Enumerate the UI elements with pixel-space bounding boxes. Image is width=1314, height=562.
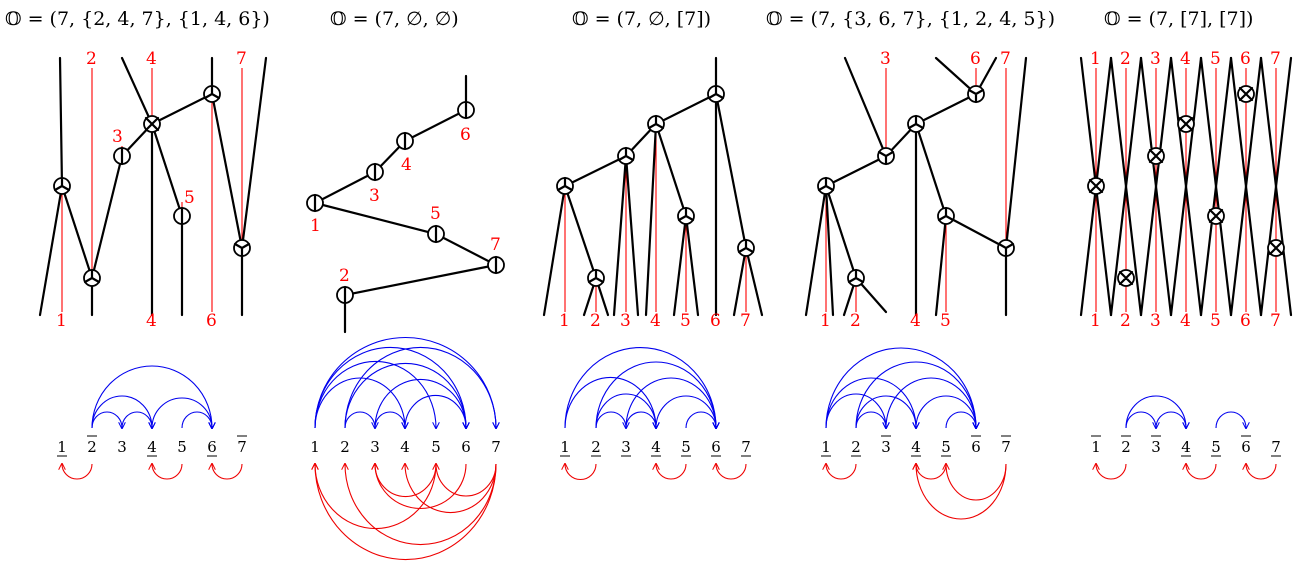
p5-row-label-7: 7: [1271, 438, 1281, 456]
p5-bot-1: 1: [1090, 311, 1101, 331]
p5-row-label-5: 5: [1211, 438, 1221, 456]
caption-1: 𝕆 = (7, {2, 4, 7}, {1, 4, 6}): [5, 8, 270, 30]
p1-row-label-7: 7: [237, 438, 247, 456]
p4-bot-2: 2: [850, 311, 861, 331]
p3-bot-6: 6: [710, 311, 721, 331]
p3-bot-4: 4: [650, 311, 661, 331]
p1-bot-6: 6: [206, 311, 217, 331]
p4-row-label-4: 4: [911, 438, 921, 456]
panel-1-arcs: [62, 365, 243, 480]
p1-row-label-2: 2: [87, 438, 97, 456]
p5-row-label-6: 6: [1241, 438, 1251, 456]
p2-lab-5: 5: [430, 204, 441, 224]
p4-row-label-7: 7: [1001, 438, 1011, 456]
p4-top-6: 6: [970, 49, 981, 69]
p2-row-label-3: 3: [370, 438, 380, 456]
p4-bot-5: 5: [940, 311, 951, 331]
p5-bot-4: 4: [1180, 311, 1191, 331]
p1-bot-1: 1: [56, 311, 67, 331]
p3-row-label-2: 2: [591, 438, 601, 456]
p1-row-label-3: 3: [117, 438, 127, 456]
p2-lab-6: 6: [460, 125, 471, 145]
panel-3-tree: [542, 56, 764, 317]
p1-row-label-4: 4: [147, 438, 157, 456]
p2-row-label-1: 1: [310, 438, 320, 456]
p2-row-label-6: 6: [461, 438, 471, 456]
p3-row-label-3: 3: [621, 438, 631, 456]
caption-4: 𝕆 = (7, {3, 6, 7}, {1, 2, 4, 5}): [766, 8, 1055, 30]
p3-bot-7: 7: [740, 311, 751, 331]
panel-4-tree: [804, 56, 1028, 317]
p1-lab-5: 5: [184, 188, 195, 208]
caption-2: 𝕆 = (7, ∅, ∅): [330, 8, 459, 30]
p5-bot-5: 5: [1210, 311, 1221, 331]
panel-1-tree: [38, 56, 268, 317]
p1-lab-3: 3: [112, 127, 123, 147]
p2-row-label-5: 5: [431, 438, 441, 456]
p3-row-label-6: 6: [711, 438, 721, 456]
panel-5-tree: [1079, 56, 1293, 317]
p5-top-2: 2: [1120, 49, 1131, 69]
p5-row-label-3: 3: [1151, 438, 1161, 456]
p2-lab-4: 4: [401, 155, 412, 175]
p5-bot-6: 6: [1240, 311, 1251, 331]
p3-bot-1: 1: [559, 311, 570, 331]
p5-top-3: 3: [1150, 49, 1161, 69]
p1-bot-4: 4: [146, 311, 157, 331]
p3-bot-5: 5: [680, 311, 691, 331]
p2-lab-2: 2: [339, 266, 350, 286]
p3-bot-3: 3: [620, 311, 631, 331]
p1-row-label-1: 1: [57, 438, 67, 456]
p4-row-label-1: 1: [821, 438, 831, 456]
p1-top-4: 4: [146, 49, 157, 69]
panel-2-tree: [306, 74, 505, 334]
p3-bot-2: 2: [590, 311, 601, 331]
p5-top-4: 4: [1180, 49, 1191, 69]
p1-row-label-5: 5: [177, 438, 187, 456]
p4-bot-4: 4: [910, 311, 921, 331]
p5-row-label-2: 2: [1121, 438, 1131, 456]
p1-top-2: 2: [86, 49, 97, 69]
p5-top-7: 7: [1270, 49, 1281, 69]
p5-row-label-1: 1: [1091, 438, 1101, 456]
panel-2-arcs: [315, 336, 496, 560]
panel-4-arcs: [826, 347, 1007, 520]
p4-top-3: 3: [880, 49, 891, 69]
caption-3: 𝕆 = (7, ∅, [7]): [572, 8, 711, 30]
p3-row-label-7: 7: [741, 438, 751, 456]
p2-row-label-7: 7: [491, 438, 501, 456]
row-labels: 1 2 3 4 5 6 7 1 2 3 4 5 6 7 1 2 3 4 5 6 7 1 2 3 4 5 6 7 1 2 3 4 5 6 7: [57, 435, 1281, 457]
caption-5: 𝕆 = (7, [7], [7]): [1104, 8, 1253, 30]
panel-3-arcs: [565, 346, 747, 480]
p2-row-label-4: 4: [400, 438, 410, 456]
p5-top-1: 1: [1090, 49, 1101, 69]
p3-row-label-5: 5: [681, 438, 691, 456]
p5-bot-2: 2: [1120, 311, 1131, 331]
p5-row-label-4: 4: [1181, 438, 1191, 456]
p4-row-label-3: 3: [881, 438, 891, 456]
p5-bot-7: 7: [1270, 311, 1281, 331]
p4-top-7: 7: [1000, 49, 1011, 69]
p5-top-5: 5: [1210, 49, 1221, 69]
p3-row-label-1: 1: [560, 438, 570, 456]
p4-row-label-5: 5: [941, 438, 951, 456]
p2-lab-3: 3: [369, 186, 380, 206]
p1-row-label-6: 6: [207, 438, 217, 456]
panel-5-arcs: [1096, 395, 1277, 480]
p1-top-7: 7: [236, 49, 247, 69]
p3-row-label-4: 4: [651, 438, 661, 456]
p2-row-label-2: 2: [340, 438, 350, 456]
p4-bot-1: 1: [820, 311, 831, 331]
p5-bot-3: 3: [1150, 311, 1161, 331]
p2-lab-1: 1: [310, 216, 321, 236]
p5-top-6: 6: [1240, 49, 1251, 69]
p2-lab-7: 7: [490, 235, 501, 255]
p4-row-label-2: 2: [851, 438, 861, 456]
p4-row-label-6: 6: [971, 438, 981, 456]
